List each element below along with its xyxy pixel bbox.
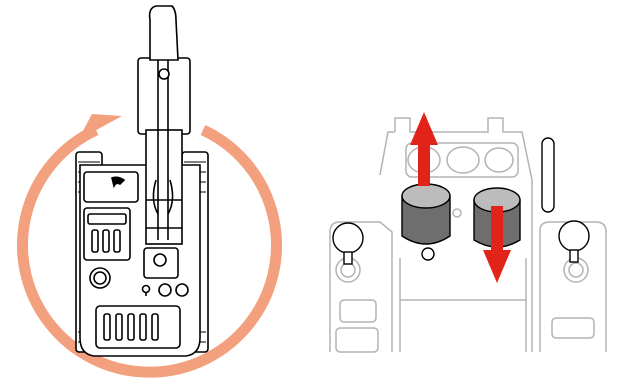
excavator-panel <box>0 0 300 379</box>
excavator-illustration <box>0 0 300 379</box>
antenna-icon <box>542 138 554 212</box>
console-panel <box>300 0 619 379</box>
console-illustration <box>300 0 619 379</box>
lever-icon <box>402 184 450 260</box>
excavator-icon <box>76 6 208 356</box>
joystick-icon <box>333 221 589 264</box>
